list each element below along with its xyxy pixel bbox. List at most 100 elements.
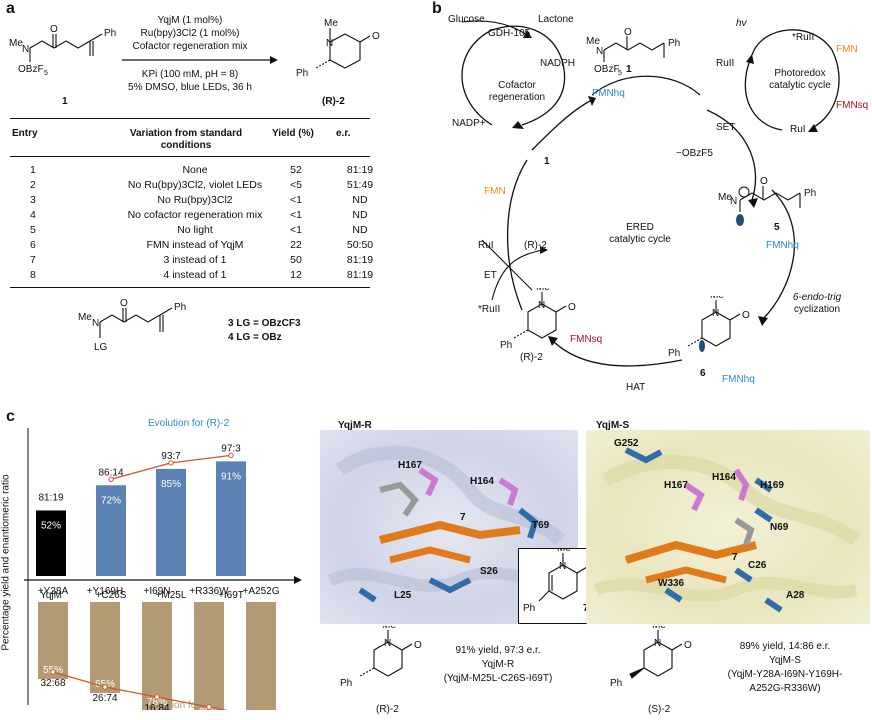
table-cell: 81:19 xyxy=(346,164,374,176)
svg-text:O: O xyxy=(120,298,128,309)
fmnsq-label-cycle: FMNsq xyxy=(570,334,603,345)
table-cell: 3 xyxy=(30,194,36,206)
res-g252-s: G252 xyxy=(614,438,639,449)
svg-text:Me: Me xyxy=(382,626,396,631)
prod-s-mutations-2: A252G-R336W) xyxy=(749,683,821,694)
condition-photocatalyst: Ru(bpy)3Cl2 (1 mol%) xyxy=(140,28,240,39)
cofactor-line-2: regeneration xyxy=(488,92,546,103)
yqjm-s-image xyxy=(586,430,870,624)
svg-text:N: N xyxy=(559,561,566,572)
product-label: (R)-2 xyxy=(322,96,345,107)
prod-s-mutations-1: (YqjM-Y28A-I69N-Y169H- xyxy=(727,669,843,680)
bar-s xyxy=(38,602,68,679)
photoredox-line-1: Photoredox xyxy=(774,68,826,79)
res-7-r: 7 xyxy=(460,512,466,523)
endo-label: 6-endo-trig cyclization xyxy=(772,292,862,316)
svg-text:1: 1 xyxy=(626,64,632,75)
svg-text:N: N xyxy=(22,44,29,55)
svg-text:Me: Me xyxy=(324,18,338,29)
ru1-label-left: RuI xyxy=(478,240,494,251)
hat-label: HAT xyxy=(626,382,646,393)
bar-r xyxy=(96,485,126,576)
svg-text:Ph: Ph xyxy=(174,302,186,313)
photoredox-label: Photoredox catalytic cycle xyxy=(750,68,850,92)
bar-s xyxy=(90,602,120,693)
bar-label-r: 85% xyxy=(161,479,181,490)
yqjm-s-render xyxy=(593,447,861,613)
er-label-s: 32:68 xyxy=(40,678,65,689)
er-label-r: 97:3 xyxy=(221,443,241,454)
er-label-s: 26:74 xyxy=(92,693,117,704)
svg-text:N: N xyxy=(730,196,737,207)
svg-text:OBzF: OBzF xyxy=(594,64,620,75)
res-h167-s: H167 xyxy=(664,480,688,491)
ered-line-2: catalytic cycle xyxy=(609,234,671,245)
svg-text:Ph: Ph xyxy=(804,188,816,199)
col-yield: Yield (%) xyxy=(272,128,314,139)
er-label-r: 86:14 xyxy=(98,467,123,478)
table-cell: No cofactor regeneration mix xyxy=(127,209,263,221)
res-n69-s: N69 xyxy=(770,522,789,533)
er-point-r xyxy=(228,452,234,459)
obzf5-label: −OBzF5 xyxy=(676,148,713,159)
svg-text:N: N xyxy=(92,318,99,329)
yqjm-s-label: YqjM-S xyxy=(596,420,630,431)
table-cell: No Ru(bpy)3Cl2 xyxy=(157,194,233,206)
category-label-r: +C26S xyxy=(96,590,127,601)
svg-text:5: 5 xyxy=(618,70,622,77)
table-cell: 52 xyxy=(290,164,302,176)
svg-text:Me: Me xyxy=(536,288,550,293)
table-cell: 22 xyxy=(290,239,302,251)
cofactor-regen-label: Cofactor regeneration xyxy=(472,80,562,104)
table-cell: <1 xyxy=(290,209,302,221)
bar-label-r: 72% xyxy=(101,495,121,506)
bar-r xyxy=(36,510,66,576)
er-point-r xyxy=(108,476,114,482)
ered-line-1: ERED xyxy=(626,222,654,233)
col-variation: Variation from standard conditions xyxy=(129,128,243,151)
condition-cofactor: Cofactor regeneration mix xyxy=(132,41,248,52)
svg-text:O: O xyxy=(684,640,692,651)
panel-a-label: a xyxy=(6,0,15,17)
set-label: SET xyxy=(716,122,736,133)
r2-label-cycle: (R)-2 xyxy=(520,352,543,363)
svg-text:LG: LG xyxy=(94,342,108,353)
table-cell: ND xyxy=(352,194,368,206)
condition-buffer: KPi (100 mM, pH = 8) xyxy=(141,69,239,80)
evolution-r-label: Evolution for (R)-2 xyxy=(148,418,230,429)
svg-text:Ph: Ph xyxy=(500,340,512,351)
cofactor-line-1: Cofactor xyxy=(498,80,536,91)
table-cell: 4 xyxy=(30,209,36,221)
fmn-label-right: FMN xyxy=(836,44,858,55)
reaction-arrow xyxy=(122,56,278,64)
num-6-label: 6 xyxy=(700,368,706,379)
prod-s-info: 89% yield, 14:86 e.r. YqjM-S (YqjM-Y28A-… xyxy=(700,640,870,696)
panel-c-label: c xyxy=(6,408,15,425)
fmnhq-label-top: FMNhq xyxy=(592,88,625,99)
svg-text:O: O xyxy=(568,302,576,313)
table-cell: 51:49 xyxy=(346,179,374,191)
lg-4: 4 LG = OBz xyxy=(228,332,282,343)
x-axis-arrow xyxy=(294,576,302,584)
table-cell: None xyxy=(182,164,208,176)
ru2star-label-left: *RuII xyxy=(478,304,501,315)
res-h167-r: H167 xyxy=(398,460,422,471)
bar-label-r: 91% xyxy=(221,471,241,482)
table-cell: 1 xyxy=(30,164,36,176)
svg-text:N: N xyxy=(712,308,719,319)
svg-text:Ph: Ph xyxy=(104,28,116,39)
glucose-label: Glucose xyxy=(448,14,485,25)
prod-s-enzyme: YqjM-S xyxy=(769,655,801,666)
bar-s xyxy=(142,602,172,710)
svg-text:N: N xyxy=(654,638,661,649)
table-top-rule xyxy=(10,118,370,119)
table-cell: ND xyxy=(352,209,368,221)
